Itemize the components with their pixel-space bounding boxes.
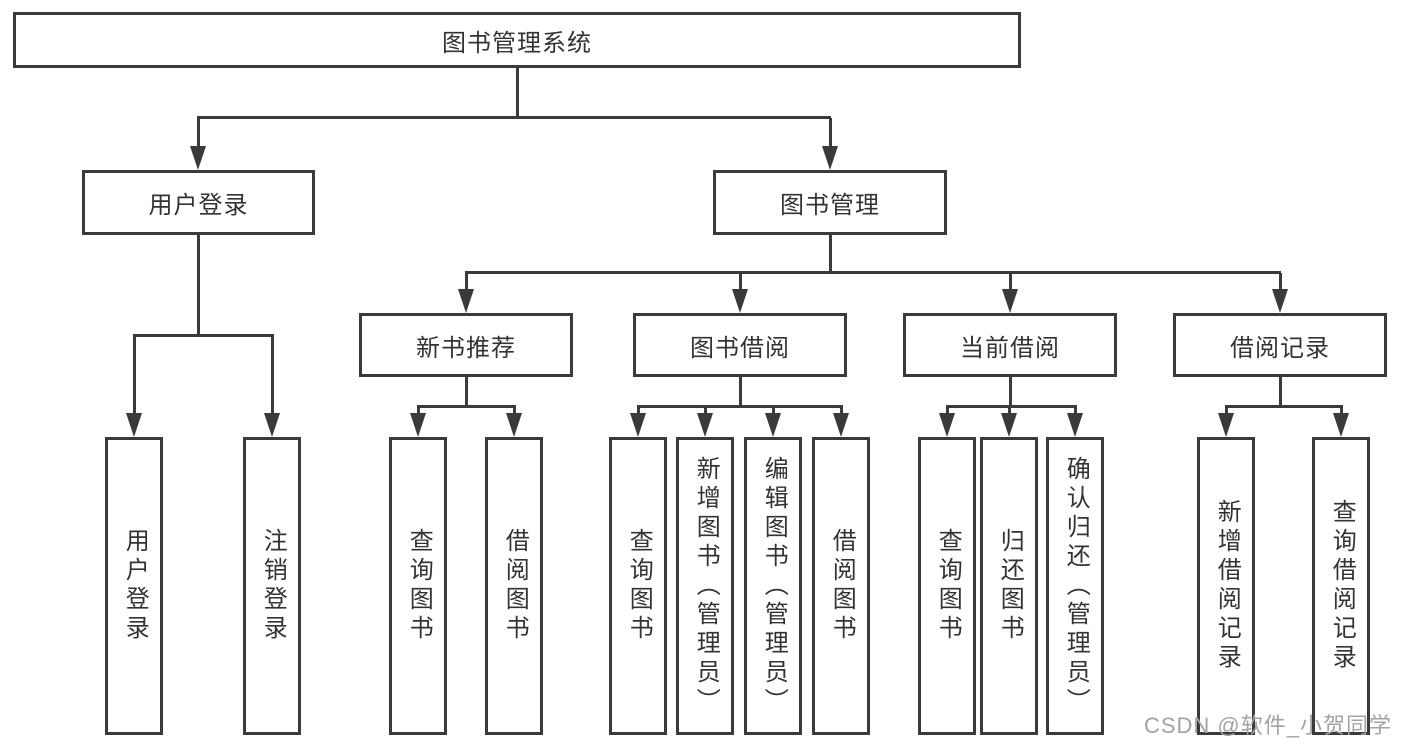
connector-user-stem (197, 233, 200, 337)
node-book-mgmt-label: 图书管理 (780, 192, 880, 219)
arrow-down-icon (506, 413, 522, 437)
arrow-down-icon (1067, 413, 1083, 437)
node-book-borrow: 图书借阅 (633, 313, 847, 377)
connector-drop-leaf (1008, 407, 1011, 415)
connector-bb-bar (637, 405, 843, 408)
connector-drop-leaf (1225, 407, 1228, 415)
connector-cb-stem (1009, 375, 1012, 407)
node-borrow-records: 借阅记录 (1173, 313, 1387, 377)
connector-br-bar (1225, 405, 1343, 408)
node-leaf-bb-query-books: 查询图书 (609, 437, 667, 735)
connector-mgmt-bar (465, 271, 1281, 274)
leaf-label: 注销登录 (259, 528, 287, 644)
leaf-label: 编辑图书（管理员） (760, 455, 788, 717)
connector-drop-leaf (133, 336, 136, 415)
connector-drop-l3 (739, 273, 742, 291)
connector-drop-leaf (946, 407, 949, 415)
arrow-down-icon (190, 146, 206, 170)
node-leaf-br-add-record: 新增借阅记录 (1197, 437, 1255, 735)
node-leaf-nb-borrow-books: 借阅图书 (485, 437, 543, 735)
connector-cb-bar (946, 405, 1077, 408)
arrow-down-icon (697, 413, 713, 437)
connector-drop-leaf (704, 407, 707, 415)
connector-drop-book-mgmt (829, 118, 832, 148)
connector-drop-leaf (1074, 407, 1077, 415)
connector-drop-l3 (1009, 273, 1012, 291)
leaf-label: 借阅图书 (828, 528, 856, 644)
csdn-watermark: CSDN @软件_小贺同学 (1143, 713, 1392, 738)
node-new-books-label: 新书推荐 (416, 334, 516, 362)
arrow-down-icon (458, 289, 474, 313)
connector-nb-stem (465, 375, 468, 407)
leaf-label: 查询借阅记录 (1328, 499, 1356, 673)
connector-mgmt-stem (829, 233, 832, 273)
connector-br-stem (1279, 375, 1282, 407)
connector-drop-l3 (465, 273, 468, 291)
arrow-down-icon (1001, 413, 1017, 437)
node-borrow-records-label: 借阅记录 (1230, 334, 1330, 362)
node-leaf-bb-borrow-books: 借阅图书 (812, 437, 870, 735)
leaf-label: 查询图书 (405, 528, 433, 644)
arrow-down-icon (822, 146, 838, 170)
leaf-label: 查询图书 (934, 528, 962, 644)
connector-bb-stem (739, 375, 742, 407)
node-current-borrow-label: 当前借阅 (960, 334, 1060, 362)
node-book-borrow-label: 图书借阅 (690, 334, 790, 362)
leaf-label: 新增图书（管理员） (692, 455, 720, 717)
node-leaf-cb-query-books: 查询图书 (918, 437, 976, 735)
connector-drop-leaf (772, 407, 775, 415)
connector-drop-leaf (417, 407, 420, 415)
connector-drop-leaf (840, 407, 843, 415)
leaf-label: 查询图书 (625, 528, 653, 644)
node-new-books: 新书推荐 (359, 313, 573, 377)
connector-root-bar (197, 116, 831, 119)
node-leaf-cb-confirm-return-admin: 确认归还（管理员） (1046, 437, 1104, 735)
node-leaf-nb-query-books: 查询图书 (389, 437, 447, 735)
node-book-mgmt: 图书管理 (713, 170, 947, 235)
connector-drop-leaf (1340, 407, 1343, 415)
arrow-down-icon (1272, 289, 1288, 313)
arrow-down-icon (833, 413, 849, 437)
node-leaf-logout: 注销登录 (243, 437, 301, 735)
arrow-down-icon (410, 413, 426, 437)
connector-drop-leaf (513, 407, 516, 415)
connector-user-bar (133, 334, 274, 337)
connector-drop-leaf (271, 336, 274, 415)
connector-drop-l3 (1279, 273, 1282, 291)
connector-nb-bar (417, 405, 516, 408)
arrow-down-icon (264, 413, 280, 437)
node-leaf-bb-edit-books-admin: 编辑图书（管理员） (744, 437, 802, 735)
arrow-down-icon (1218, 413, 1234, 437)
leaf-label: 用户登录 (121, 528, 149, 644)
arrow-down-icon (732, 289, 748, 313)
arrow-down-icon (939, 413, 955, 437)
node-user-login: 用户登录 (82, 170, 315, 235)
node-user-login-label: 用户登录 (148, 192, 249, 219)
leaf-label: 确认归还（管理员） (1062, 455, 1090, 717)
node-leaf-cb-return-books: 归还图书 (980, 437, 1038, 735)
node-leaf-user-login: 用户登录 (105, 437, 163, 735)
leaf-label: 借阅图书 (501, 528, 529, 644)
node-root-label: 图书管理系统 (442, 29, 592, 57)
connector-drop-leaf (637, 407, 640, 415)
leaf-label: 新增借阅记录 (1213, 499, 1241, 673)
arrow-down-icon (630, 413, 646, 437)
node-leaf-br-query-record: 查询借阅记录 (1312, 437, 1370, 735)
node-leaf-bb-add-books-admin: 新增图书（管理员） (676, 437, 734, 735)
node-current-borrow: 当前借阅 (903, 313, 1117, 377)
connector-root-stem (516, 66, 519, 118)
node-root: 图书管理系统 (13, 12, 1021, 68)
leaf-label: 归还图书 (996, 528, 1024, 644)
arrow-down-icon (765, 413, 781, 437)
connector-drop-user-login (197, 118, 200, 148)
arrow-down-icon (1002, 289, 1018, 313)
arrow-down-icon (126, 413, 142, 437)
arrow-down-icon (1333, 413, 1349, 437)
